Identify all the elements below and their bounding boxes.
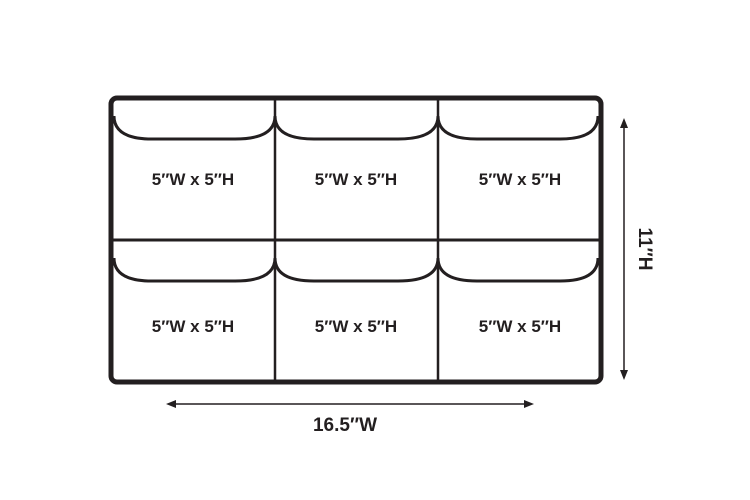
pocket-size-label: 5″W x 5″H <box>152 317 234 336</box>
width-label: 16.5″W <box>313 415 377 436</box>
pocket-size-label: 5″W x 5″H <box>315 317 397 336</box>
pocket-flap <box>112 257 277 283</box>
arrowhead-right-icon <box>524 400 534 408</box>
pocket-flap <box>273 257 440 283</box>
arrowhead-up-icon <box>620 118 628 128</box>
height-label: 11″H <box>634 228 655 271</box>
arrowhead-down-icon <box>620 370 628 380</box>
pocket-size-label: 5″W x 5″H <box>479 317 561 336</box>
width-dimension-arrow <box>166 400 534 408</box>
pocket-flap <box>436 115 600 141</box>
pocket-flap <box>273 115 440 141</box>
height-dimension-arrow <box>620 118 628 380</box>
pocket-size-label: 5″W x 5″H <box>479 170 561 189</box>
pocket-size-label: 5″W x 5″H <box>315 170 397 189</box>
pocket-flap <box>112 115 277 141</box>
arrowhead-left-icon <box>166 400 176 408</box>
pocket-flap <box>436 257 600 283</box>
pocket-size-label: 5″W x 5″H <box>152 170 234 189</box>
